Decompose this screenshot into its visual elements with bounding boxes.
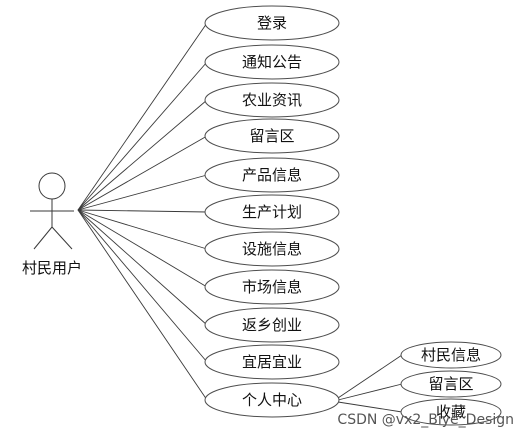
use-case-label: 通知公告 <box>242 53 302 71</box>
sub-use-case-list: 村民信息 留言区 收藏 <box>400 341 502 426</box>
sub-use-case-favorites[interactable]: 收藏 <box>400 398 502 426</box>
connector-3 <box>77 99 208 211</box>
use-case-label: 设施信息 <box>242 240 302 258</box>
connector-8 <box>77 209 208 288</box>
connector-5 <box>77 174 208 211</box>
sub-connections <box>337 354 403 413</box>
actor-head <box>38 172 66 200</box>
actor-left-leg <box>33 226 53 250</box>
sub-use-case-label: 村民信息 <box>421 346 481 364</box>
connector-1 <box>77 22 208 211</box>
sub-connector-2 <box>337 383 403 401</box>
use-case-label: 返乡创业 <box>242 316 302 334</box>
connector-6 <box>77 209 208 213</box>
use-case-return-startup[interactable]: 返乡创业 <box>204 307 340 343</box>
use-case-facility-info[interactable]: 设施信息 <box>204 231 340 267</box>
use-case-list: 登录 通知公告 农业资讯 留言区 产品信息 生产计划 设施信息 市场信息 <box>204 5 340 418</box>
connector-7 <box>77 209 208 250</box>
use-case-message-board[interactable]: 留言区 <box>204 118 340 154</box>
sub-use-case-villager-info[interactable]: 村民信息 <box>400 341 502 369</box>
actor-right-leg <box>51 226 73 250</box>
use-case-livable[interactable]: 宜居宜业 <box>204 344 340 380</box>
use-case-label: 市场信息 <box>242 278 302 296</box>
connector-11 <box>77 209 208 401</box>
connector-10 <box>77 209 208 363</box>
use-case-label: 登录 <box>257 14 287 32</box>
use-case-notice[interactable]: 通知公告 <box>204 44 340 80</box>
actor: 村民用户 <box>22 172 82 277</box>
use-case-personal-center[interactable]: 个人中心 <box>204 382 340 418</box>
connector-2 <box>77 61 208 211</box>
use-case-market-info[interactable]: 市场信息 <box>204 269 340 305</box>
use-case-agri-news[interactable]: 农业资讯 <box>204 82 340 118</box>
sub-connector-3 <box>337 401 403 413</box>
watermark: CSDN @vx2_Biye_Design <box>337 412 514 428</box>
use-case-label: 个人中心 <box>242 391 302 409</box>
sub-use-case-message-board[interactable]: 留言区 <box>400 370 502 398</box>
use-case-login[interactable]: 登录 <box>204 5 340 41</box>
use-case-production-plan[interactable]: 生产计划 <box>204 194 340 230</box>
use-case-label: 生产计划 <box>242 203 302 221</box>
connector-4 <box>77 135 208 211</box>
sub-use-case-label: 收藏 <box>436 403 466 421</box>
actor-connections <box>77 22 208 401</box>
use-case-label: 产品信息 <box>242 166 302 184</box>
sub-use-case-label: 留言区 <box>428 375 473 393</box>
use-case-label: 宜居宜业 <box>242 353 302 371</box>
use-case-label: 农业资讯 <box>242 91 302 109</box>
actor-label: 村民用户 <box>22 259 82 277</box>
connector-9 <box>77 209 208 326</box>
use-case-label: 留言区 <box>249 127 294 145</box>
sub-connector-1 <box>337 354 403 399</box>
use-case-product-info[interactable]: 产品信息 <box>204 157 340 193</box>
